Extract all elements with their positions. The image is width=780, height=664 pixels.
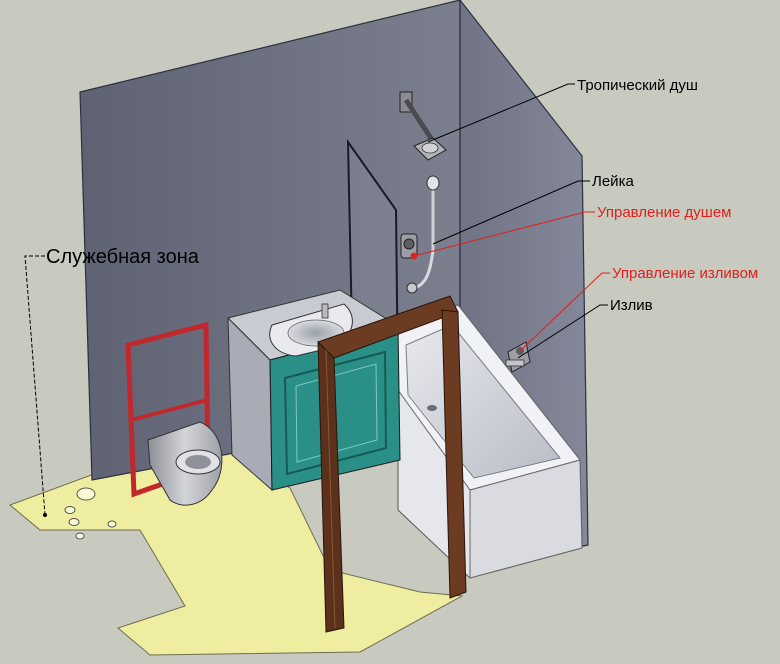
- wall-hung-toilet: [147, 421, 223, 506]
- callout-line-shower-control: [413, 211, 595, 257]
- label-spout: Излив: [610, 297, 653, 314]
- label-rain-shower: Тропический душ: [577, 77, 698, 94]
- callout-dot-service-zone: [43, 513, 47, 517]
- callout-line-rain-shower: [427, 83, 575, 143]
- label-service-zone: Служебная зона: [46, 246, 200, 268]
- service-zone-holes: [64, 487, 117, 540]
- label-spout-control: Управление изливом: [612, 265, 758, 282]
- callout-line-spout: [517, 304, 608, 359]
- hand-shower: [406, 175, 440, 294]
- callout-line-service-zone: [24, 255, 46, 516]
- callout-line-hand-shower: [432, 180, 590, 245]
- callout-line-spout-control: [519, 272, 610, 352]
- label-hand-shower: Лейка: [592, 173, 634, 190]
- floor: [9, 434, 464, 656]
- label-shower-control: Управление душем: [597, 204, 732, 221]
- rain-shower: [399, 91, 447, 161]
- shower-control: [400, 233, 418, 260]
- door-frame: [317, 295, 467, 633]
